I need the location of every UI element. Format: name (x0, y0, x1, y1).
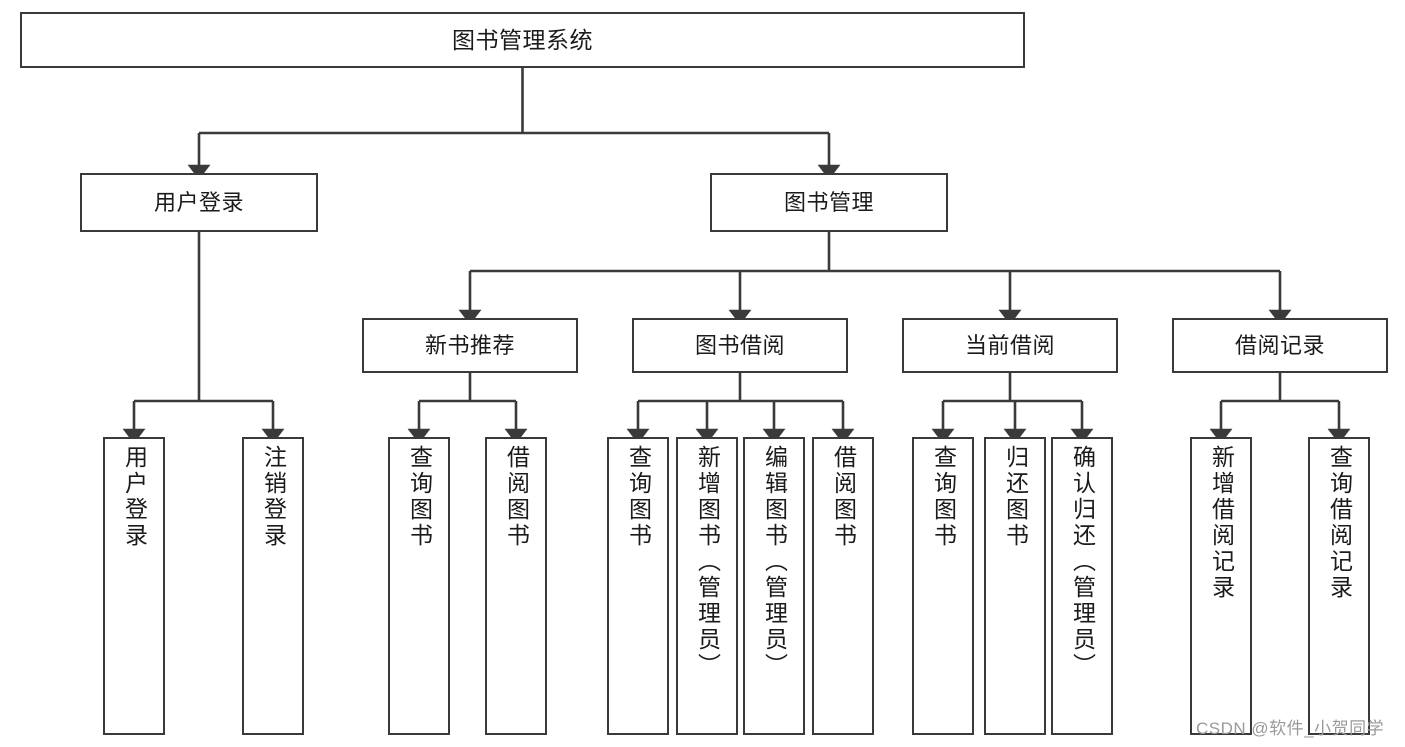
node-book-manage[interactable]: 图书管理 (710, 173, 948, 232)
node-leaf-add-record[interactable]: 新增借阅记录 (1190, 437, 1252, 735)
node-user-login[interactable]: 用户登录 (80, 173, 318, 232)
node-label: 查询借阅记录 (1326, 445, 1353, 601)
node-label: 编辑图书（管理员） (761, 445, 788, 679)
node-label: 确认归还（管理员） (1069, 445, 1096, 679)
node-label: 图书管理系统 (452, 26, 593, 53)
node-label: 查询图书 (625, 445, 652, 549)
node-label: 用户登录 (153, 189, 244, 215)
node-label: 新书推荐 (424, 332, 515, 358)
node-label: 查询图书 (930, 445, 957, 549)
node-label: 图书管理 (783, 189, 874, 215)
node-book-borrow[interactable]: 图书借阅 (632, 318, 848, 373)
node-label: 当前借阅 (964, 332, 1055, 358)
node-label: 注销登录 (260, 445, 287, 549)
node-label: 新增借阅记录 (1208, 445, 1235, 601)
node-borrow-record[interactable]: 借阅记录 (1172, 318, 1388, 373)
node-root[interactable]: 图书管理系统 (20, 12, 1025, 68)
watermark-text: CSDN @软件_小贺同学 (1196, 719, 1385, 738)
node-leaf-confirm-return[interactable]: 确认归还（管理员） (1051, 437, 1113, 735)
node-label: 查询图书 (406, 445, 433, 549)
node-label: 新增图书（管理员） (694, 445, 721, 679)
node-leaf-return-book[interactable]: 归还图书 (984, 437, 1046, 735)
node-leaf-user-login[interactable]: 用户登录 (103, 437, 165, 735)
node-leaf-query-book-cur[interactable]: 查询图书 (912, 437, 974, 735)
node-leaf-edit-book[interactable]: 编辑图书（管理员） (743, 437, 805, 735)
node-leaf-query-book-borrow[interactable]: 查询图书 (607, 437, 669, 735)
node-current-borrow[interactable]: 当前借阅 (902, 318, 1118, 373)
node-leaf-logout[interactable]: 注销登录 (242, 437, 304, 735)
node-label: 借阅图书 (503, 445, 530, 549)
node-label: 图书借阅 (694, 332, 785, 358)
node-label: 归还图书 (1002, 445, 1029, 549)
node-leaf-borrow-book[interactable]: 借阅图书 (812, 437, 874, 735)
node-label: 借阅图书 (830, 445, 857, 549)
node-leaf-query-book-rec[interactable]: 查询图书 (388, 437, 450, 735)
node-label: 借阅记录 (1234, 332, 1325, 358)
node-leaf-query-record[interactable]: 查询借阅记录 (1308, 437, 1370, 735)
node-label: 用户登录 (121, 445, 148, 549)
node-leaf-add-book[interactable]: 新增图书（管理员） (676, 437, 738, 735)
node-new-book-rec[interactable]: 新书推荐 (362, 318, 578, 373)
node-leaf-borrow-book-rec[interactable]: 借阅图书 (485, 437, 547, 735)
